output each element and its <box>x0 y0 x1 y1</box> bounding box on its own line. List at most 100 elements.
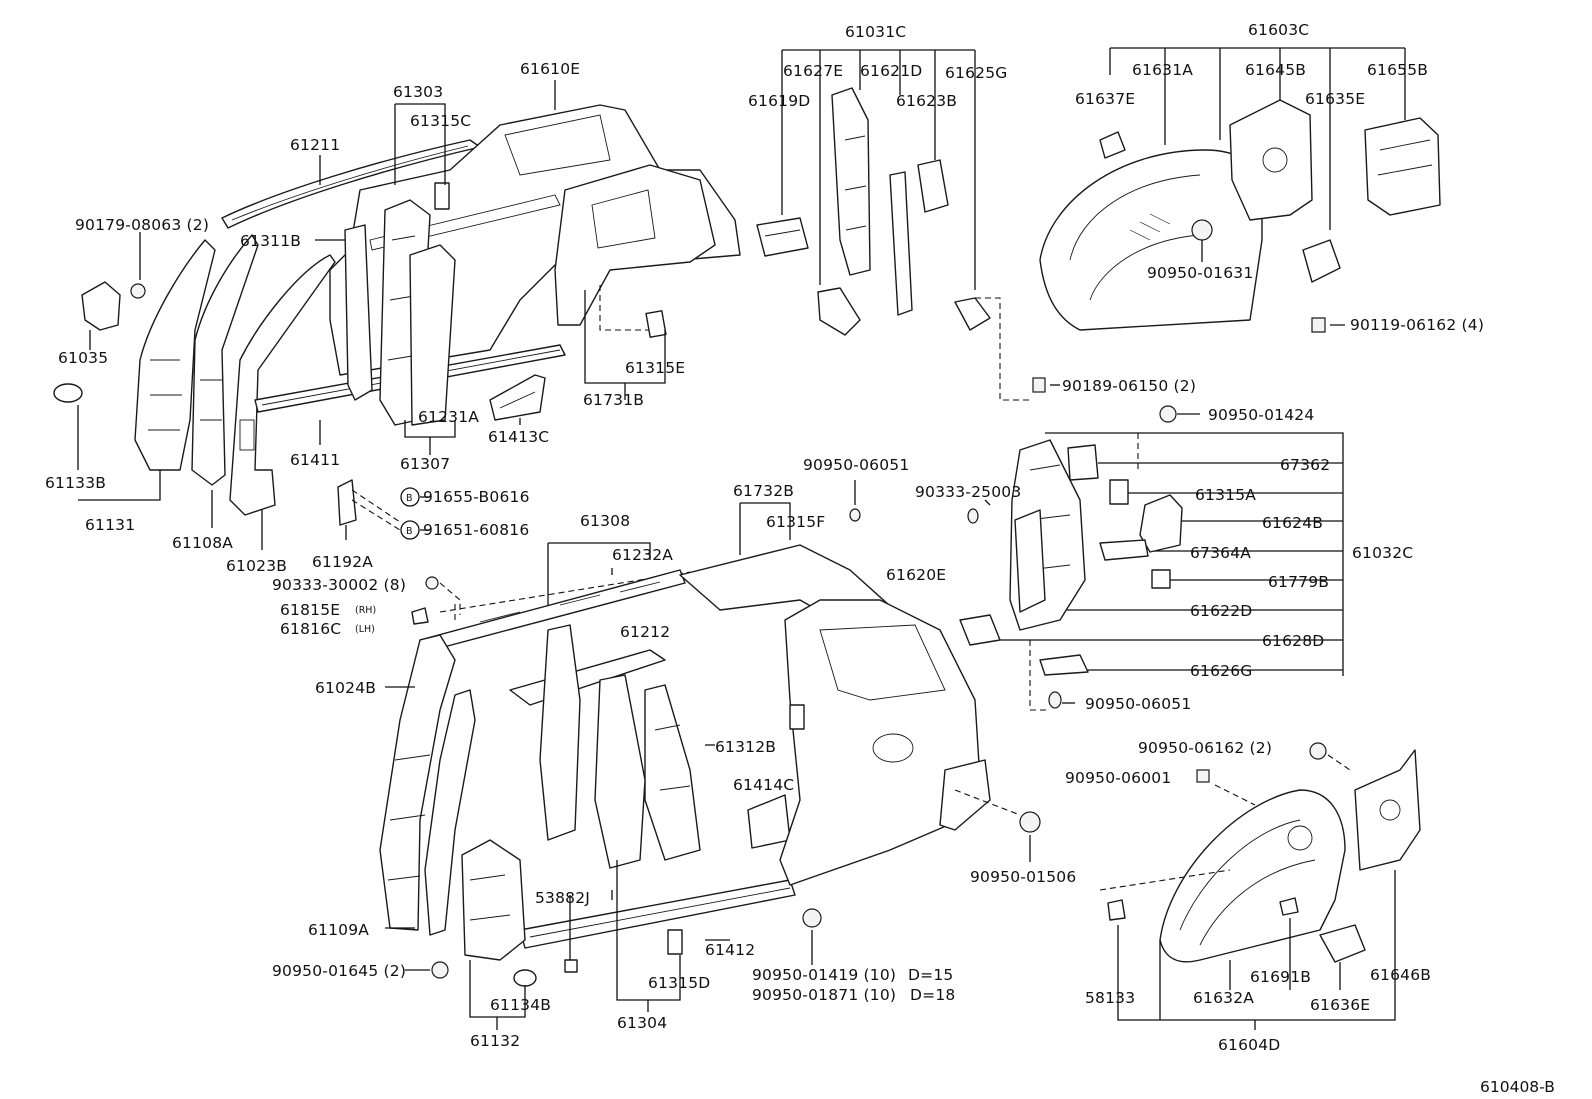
label-61131: 61131 <box>85 516 135 534</box>
cap-61134B <box>513 969 537 987</box>
a-pillar-61108A <box>191 234 259 486</box>
a-pillar-lower-61109A <box>424 689 476 936</box>
label-90950-06051-top: 90950-06051 <box>803 456 909 474</box>
label-61032C: 61032C <box>1352 544 1413 562</box>
label-d18: D=18 <box>910 986 955 1004</box>
panel-61619D <box>756 217 809 257</box>
pillar-reinforce-61231A <box>344 224 373 401</box>
panel-61646B <box>1354 749 1421 871</box>
bracket-61315C <box>434 182 450 210</box>
panel-61645B <box>1229 99 1313 221</box>
lower-left-inner-body-group <box>379 502 1041 987</box>
label-61815E: 61815E <box>280 601 340 619</box>
label-rh: (RH) <box>355 605 376 616</box>
bracket-61691B <box>1279 897 1299 916</box>
a-pillar-inner-61024B <box>379 634 456 931</box>
wheelhouse-61632A <box>1159 789 1346 963</box>
bracket-61628D <box>959 614 1001 646</box>
bracket-61627E-lower <box>817 287 861 336</box>
label-67364A: 67364A <box>1190 544 1251 562</box>
label-61212: 61212 <box>620 623 670 641</box>
label-61603C: 61603C <box>1248 21 1309 39</box>
front-lower-61132 <box>461 839 526 961</box>
label-d15: D=15 <box>908 966 953 984</box>
plug-90333-25003-icon <box>967 508 979 524</box>
inner-pillar-61304 <box>594 674 646 869</box>
label-61134B: 61134B <box>490 996 551 1014</box>
front-pillar-61131 <box>134 239 216 471</box>
label-61624B: 61624B <box>1262 514 1323 532</box>
circle-b-text-1: B <box>406 493 413 504</box>
label-61132: 61132 <box>470 1032 520 1050</box>
label-61610E: 61610E <box>520 60 580 78</box>
label-61024B: 61024B <box>315 679 376 697</box>
label-90333-30002: 90333-30002 (8) <box>272 576 406 594</box>
cap-61133B <box>53 383 83 403</box>
label-61623B: 61623B <box>896 92 957 110</box>
label-61732B: 61732B <box>733 482 794 500</box>
label-61731B: 61731B <box>583 391 644 409</box>
label-layer: 61211 61303 61315C 61610E 90179-08063 (2… <box>45 21 1555 1096</box>
label-90179-08063: 90179-08063 (2) <box>75 216 209 234</box>
inner-a-pillar-61023B <box>229 254 336 516</box>
plug-90950-06051-top-icon <box>849 508 861 522</box>
bracket-67364A <box>1099 539 1149 561</box>
label-61312B: 61312B <box>715 738 776 756</box>
center-pillar-61312B <box>644 684 701 861</box>
grommet-90950-01419-icon <box>802 908 822 928</box>
label-61636E: 61636E <box>1310 996 1370 1014</box>
lower-left-leaders <box>385 480 1031 1030</box>
label-91651-60816: 91651-60816 <box>423 521 529 539</box>
label-61311B: 61311B <box>240 232 301 250</box>
bracket-61315E <box>645 310 667 338</box>
label-90950-01424: 90950-01424 <box>1208 406 1314 424</box>
label-61031C: 61031C <box>845 23 906 41</box>
label-90950-06051-right: 90950-06051 <box>1085 695 1191 713</box>
label-90950-06162: 90950-06162 (2) <box>1138 739 1272 757</box>
bolt-90189-icon <box>1032 377 1046 393</box>
label-90950-01645: 90950-01645 (2) <box>272 962 406 980</box>
circle-b-marker-2 <box>400 520 420 540</box>
label-61604D: 61604D <box>1218 1036 1280 1054</box>
label-61412: 61412 <box>705 941 755 959</box>
label-61645B: 61645B <box>1245 61 1306 79</box>
plate-53882J <box>564 959 578 973</box>
label-61413C: 61413C <box>488 428 549 446</box>
label-61192A: 61192A <box>312 553 373 571</box>
rear-quarter-61731B <box>554 164 716 326</box>
label-61631A: 61631A <box>1132 61 1193 79</box>
label-61779B: 61779B <box>1268 573 1329 591</box>
quarter-lower-rear <box>939 759 991 831</box>
label-90950-01631: 90950-01631 <box>1147 264 1253 282</box>
wheelhouse-61631A <box>1039 149 1263 331</box>
figure-code: 610408-B <box>1480 1078 1555 1096</box>
label-90189-06150: 90189-06150 (2) <box>1062 377 1196 395</box>
circle-b-text-2: B <box>406 526 413 537</box>
grommet-90950-01631-icon <box>1191 219 1213 241</box>
plug-90950-06051-icon <box>1048 691 1062 709</box>
label-61411: 61411 <box>290 451 340 469</box>
center-pillar-61307 <box>409 244 456 426</box>
bracket-61623B <box>917 159 949 213</box>
circle-b-marker-1 <box>400 487 420 507</box>
label-61621D: 61621D <box>860 62 922 80</box>
label-61627E: 61627E <box>783 62 843 80</box>
label-53882J: 53882J <box>535 889 590 907</box>
label-61626G: 61626G <box>1190 662 1253 680</box>
label-61816C: 61816C <box>280 620 341 638</box>
plug-90950-06001-icon <box>1196 769 1210 783</box>
label-61308: 61308 <box>580 512 630 530</box>
label-61023B: 61023B <box>226 557 287 575</box>
bracket-61635E <box>1302 239 1341 283</box>
label-90333-25003: 90333-25003 <box>915 483 1021 501</box>
label-61414C: 61414C <box>733 776 794 794</box>
label-61625G: 61625G <box>945 64 1008 82</box>
bracket-61315F <box>789 704 805 730</box>
label-61315D: 61315D <box>648 974 710 992</box>
bracket-61636E <box>1319 924 1366 963</box>
label-90950-01419: 90950-01419 (10) <box>752 966 896 984</box>
label-90950-01506: 90950-01506 <box>970 868 1076 886</box>
label-90950-06001: 90950-06001 <box>1065 769 1171 787</box>
label-61655B: 61655B <box>1367 61 1428 79</box>
